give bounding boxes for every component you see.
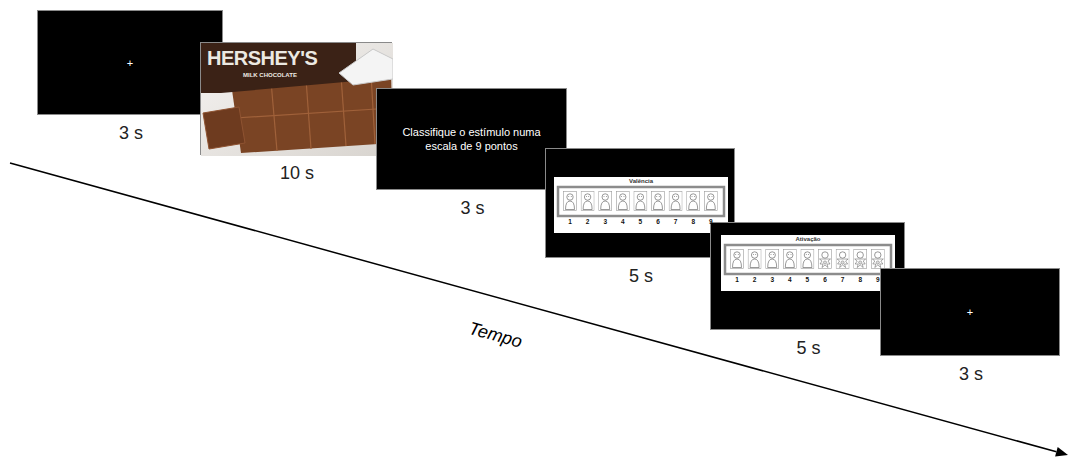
rating-screen: 5 s Ativação123456789 <box>710 222 905 330</box>
scale-number: 8 <box>687 218 699 226</box>
scale-number: 2 <box>749 276 761 284</box>
fixation-cross: + <box>881 306 1059 318</box>
scale-number: 9 <box>705 218 717 226</box>
scale-number: 6 <box>819 276 831 284</box>
scale-number: 7 <box>837 276 849 284</box>
scale-number: 6 <box>652 218 664 226</box>
scale-title: Valência <box>554 178 728 185</box>
scale-number: 4 <box>617 218 629 226</box>
scale-frame <box>725 245 891 274</box>
duration-label: 5 s <box>691 338 926 358</box>
wrapper <box>201 43 356 93</box>
duration-label: 3 s <box>357 198 588 218</box>
duration-label: 5 s <box>526 266 756 286</box>
scale-number: 1 <box>564 218 576 226</box>
chocolate-piece <box>203 107 245 149</box>
rating-scale-panel: Valência 123456789 <box>554 177 728 233</box>
scale-frame <box>558 187 724 216</box>
brand-text: HERSHEY'S <box>207 47 317 69</box>
stimulus-screen: HERSHEY'SMILK CHOCOLATE10 s <box>200 42 392 155</box>
instruction-screen: Classifique o estímulo numa escala de 9 … <box>376 88 567 190</box>
sam-figures <box>731 250 885 269</box>
fixation-cross: + <box>38 57 222 69</box>
scale-number: 8 <box>854 276 866 284</box>
duration-label: 10 s <box>181 163 413 183</box>
scale-number: 1 <box>731 276 743 284</box>
fixation-screen: +3 s <box>37 10 223 115</box>
scale-number: 7 <box>670 218 682 226</box>
scale-number: 4 <box>784 276 796 284</box>
photo-background <box>201 43 393 156</box>
scale-number: 2 <box>582 218 594 226</box>
instruction-text: Classifique o estímulo numa escala de 9 … <box>393 125 550 153</box>
scale-title: Ativação <box>721 236 895 243</box>
axis-arrowhead <box>1055 447 1068 457</box>
brand-subtext: MILK CHOCOLATE <box>243 72 297 79</box>
rating-screen: 5 s Valência123456789 <box>545 148 735 258</box>
rating-scale-panel: Ativação 123456789 <box>721 235 895 291</box>
foil <box>339 49 393 85</box>
scale-number: 9 <box>872 276 884 284</box>
duration-label: 3 s <box>861 364 1070 384</box>
scale-number: 3 <box>599 218 611 226</box>
axis-label: Tempo <box>467 318 525 352</box>
sam-figures <box>564 192 718 211</box>
fixation-screen: +3 s <box>880 268 1060 356</box>
scale-number: 3 <box>766 276 778 284</box>
duration-label: 3 s <box>18 123 244 143</box>
scale-number: 5 <box>801 276 813 284</box>
scale-number: 5 <box>634 218 646 226</box>
